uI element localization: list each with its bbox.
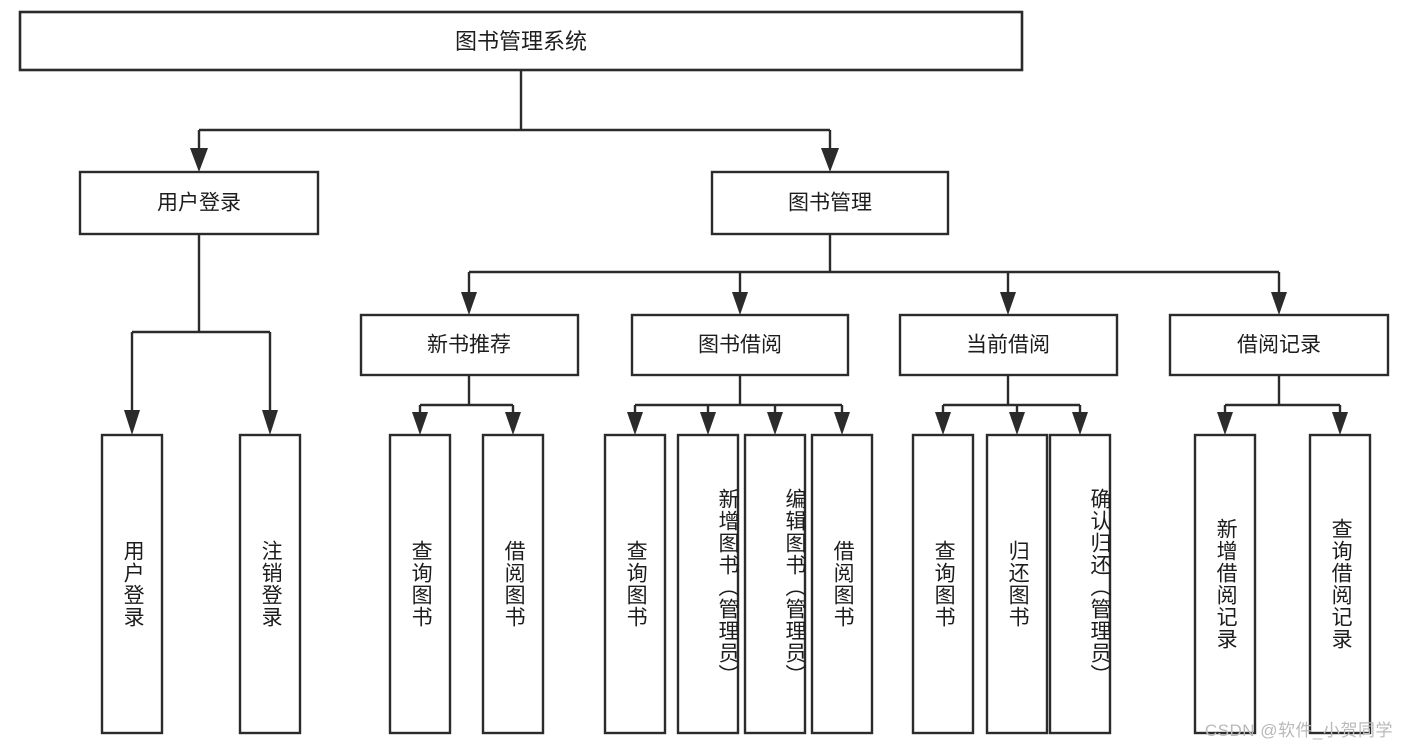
node-current-borrow-box[interactable] <box>898 313 1119 377</box>
arrow-leaf-borrow-book-rec <box>505 412 521 435</box>
leaf-box-query-book-current[interactable] <box>911 433 975 735</box>
arrow-current-borrow <box>1000 292 1016 315</box>
csdn-watermark: CSDN @软件_小贺同学 <box>1204 721 1393 740</box>
leaf-box-add-book[interactable] <box>676 433 740 735</box>
node-book-borrow[interactable]: 图书借阅 <box>630 313 850 377</box>
leaf-box-query-book-borrow[interactable] <box>603 433 667 735</box>
arrow-leaf-user-login <box>124 410 140 435</box>
arrow-leaf-query-record <box>1332 412 1348 435</box>
node-book-borrow-box[interactable] <box>630 313 850 377</box>
node-new-book-rec-box[interactable] <box>359 313 580 377</box>
node-current-borrow[interactable]: 当前借阅 <box>898 313 1119 377</box>
node-root-label: 图书管理系统 <box>455 29 587 54</box>
arrow-leaf-confirm-return <box>1072 412 1088 435</box>
leaf-box-borrow-book[interactable] <box>810 433 874 735</box>
leaf-box-return-book[interactable] <box>985 433 1049 735</box>
node-root[interactable]: 图书管理系统 <box>18 10 1024 72</box>
arrow-book-borrow <box>732 292 748 315</box>
node-current-borrow-label: 当前借阅 <box>966 334 1050 357</box>
leaf-box-user-logout[interactable] <box>238 433 302 735</box>
node-borrow-record-label: 借阅记录 <box>1237 334 1321 357</box>
arrow-leaf-return-book <box>1009 412 1025 435</box>
node-book-manage-box[interactable] <box>710 170 950 236</box>
arrow-user-login <box>190 148 208 172</box>
node-book-borrow-label: 图书借阅 <box>698 334 782 357</box>
node-root-box[interactable] <box>18 10 1024 72</box>
leaf-boxes-layer <box>100 433 1372 735</box>
arrow-leaf-query-book-rec <box>412 412 428 435</box>
leaf-box-confirm-return[interactable] <box>1048 433 1112 735</box>
arrow-leaf-edit-book <box>767 412 783 435</box>
node-borrow-record[interactable]: 借阅记录 <box>1168 313 1390 377</box>
arrow-leaf-borrow-book <box>834 412 850 435</box>
leaf-box-query-record[interactable] <box>1308 433 1372 735</box>
node-new-book-rec[interactable]: 新书推荐 <box>359 313 580 377</box>
node-user-login-box[interactable] <box>78 170 320 236</box>
arrow-leaf-query-book-current <box>935 412 951 435</box>
arrow-borrow-record <box>1271 292 1287 315</box>
connectors-layer <box>124 70 1348 435</box>
arrow-book-manage <box>821 148 839 172</box>
node-book-manage[interactable]: 图书管理 <box>710 170 950 236</box>
leaf-box-user-login[interactable] <box>100 433 164 735</box>
leaf-box-edit-book[interactable] <box>743 433 807 735</box>
arrow-leaf-query-book-borrow <box>627 412 643 435</box>
leaf-box-add-record[interactable] <box>1193 433 1257 735</box>
arrow-leaf-add-record <box>1217 412 1233 435</box>
arrow-leaf-add-book <box>700 412 716 435</box>
node-book-manage-label: 图书管理 <box>788 192 872 215</box>
node-user-login-label: 用户登录 <box>157 192 241 215</box>
leaf-box-borrow-book-rec[interactable] <box>481 433 545 735</box>
arrow-leaf-user-logout <box>262 410 278 435</box>
leaf-box-query-book-rec[interactable] <box>388 433 452 735</box>
node-new-book-rec-label: 新书推荐 <box>427 334 511 357</box>
arrow-new-book-rec <box>461 292 477 315</box>
node-borrow-record-box[interactable] <box>1168 313 1390 377</box>
node-user-login[interactable]: 用户登录 <box>78 170 320 236</box>
